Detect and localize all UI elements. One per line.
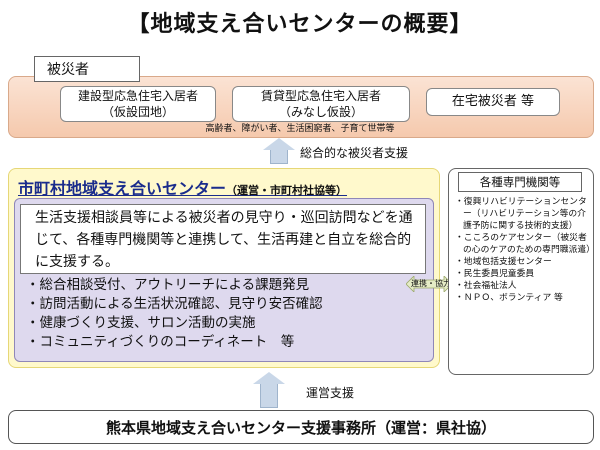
support-arrow-top-shaft xyxy=(270,150,288,164)
experts-list: ・復興リハビリテーションセンター（リハビリテーション等の介護予防に関する技術的支… xyxy=(455,196,595,304)
center-description: 生活支援相談員等による被災者の見守り・巡回訪問などを通じて、各種専門機関等と連携… xyxy=(20,204,426,274)
center-title-text: 市町村地域支え合いセンター xyxy=(18,179,227,198)
victim-box-line: 建設型応急住宅入居者 xyxy=(77,89,198,103)
center-subtitle: （運営・市町村社協等） xyxy=(226,184,348,197)
support-arrow-top-icon xyxy=(263,138,295,150)
victim-box-line: 賃貸型応急住宅入居者 xyxy=(260,89,381,103)
arrow-label-operation-support: 運営支援 xyxy=(306,386,355,400)
list-item: ・訪問活動による生活状況確認、見守り安否確認 xyxy=(26,296,323,312)
municipal-center-title: 市町村地域支え合いセンター（運営・市町村社協等） xyxy=(18,175,347,199)
list-item: ・こころのケアセンター（被災者の心のケアのための専門職派遣） xyxy=(455,233,595,255)
double-arrow-icon xyxy=(406,276,452,292)
list-item: ・復興リハビリテーションセンター（リハビリテーション等の介護予防に関する技術的支… xyxy=(455,197,587,231)
victims-note: 高齢者、障がい者、生活困窮者、子育て世帯等 xyxy=(205,124,395,134)
victims-label: 被災者 xyxy=(34,56,140,82)
list-item: ・民生委員児童委員 xyxy=(455,269,535,279)
victim-box-line: （仮設団地） xyxy=(101,105,174,119)
support-arrow-bottom-shaft xyxy=(260,384,278,408)
victim-box-at-home: 在宅被災者 等 xyxy=(426,88,560,116)
support-arrow-bottom-icon xyxy=(253,372,285,384)
experts-title: 各種専門機関等 xyxy=(458,172,582,192)
collab-label: 連携・協力 xyxy=(411,279,451,288)
list-item: ・地域包括支援センター xyxy=(455,257,552,267)
list-item: ・総合相談受付、アウトリーチによる課題発見 xyxy=(26,277,310,293)
victim-box-rental-housing: 賃貸型応急住宅入居者 （みなし仮設） xyxy=(232,86,410,122)
victim-box-line: （みなし仮設） xyxy=(278,105,363,119)
list-item: ・ＮＰＯ、ボランティア 等 xyxy=(455,293,563,303)
list-item: ・健康づくり支援、サロン活動の実施 xyxy=(26,315,256,331)
list-item: ・コミュニティづくりのコーディネート 等 xyxy=(26,334,295,350)
center-activity-list: ・総合相談受付、アウトリーチによる課題発見 ・訪問活動による生活状況確認、見守り… xyxy=(26,276,323,352)
arrow-label-comprehensive-support: 総合的な被災者支援 xyxy=(300,146,409,160)
experts-panel xyxy=(448,168,594,375)
list-item: ・社会福祉法人 xyxy=(455,281,517,291)
prefecture-support-office: 熊本県地域支え合いセンター支援事務所（運営：県社協） xyxy=(8,410,594,444)
page-title: 【地域支え合いセンターの概要】 xyxy=(127,12,473,37)
victim-box-temporary-housing: 建設型応急住宅入居者 （仮設団地） xyxy=(60,86,216,122)
